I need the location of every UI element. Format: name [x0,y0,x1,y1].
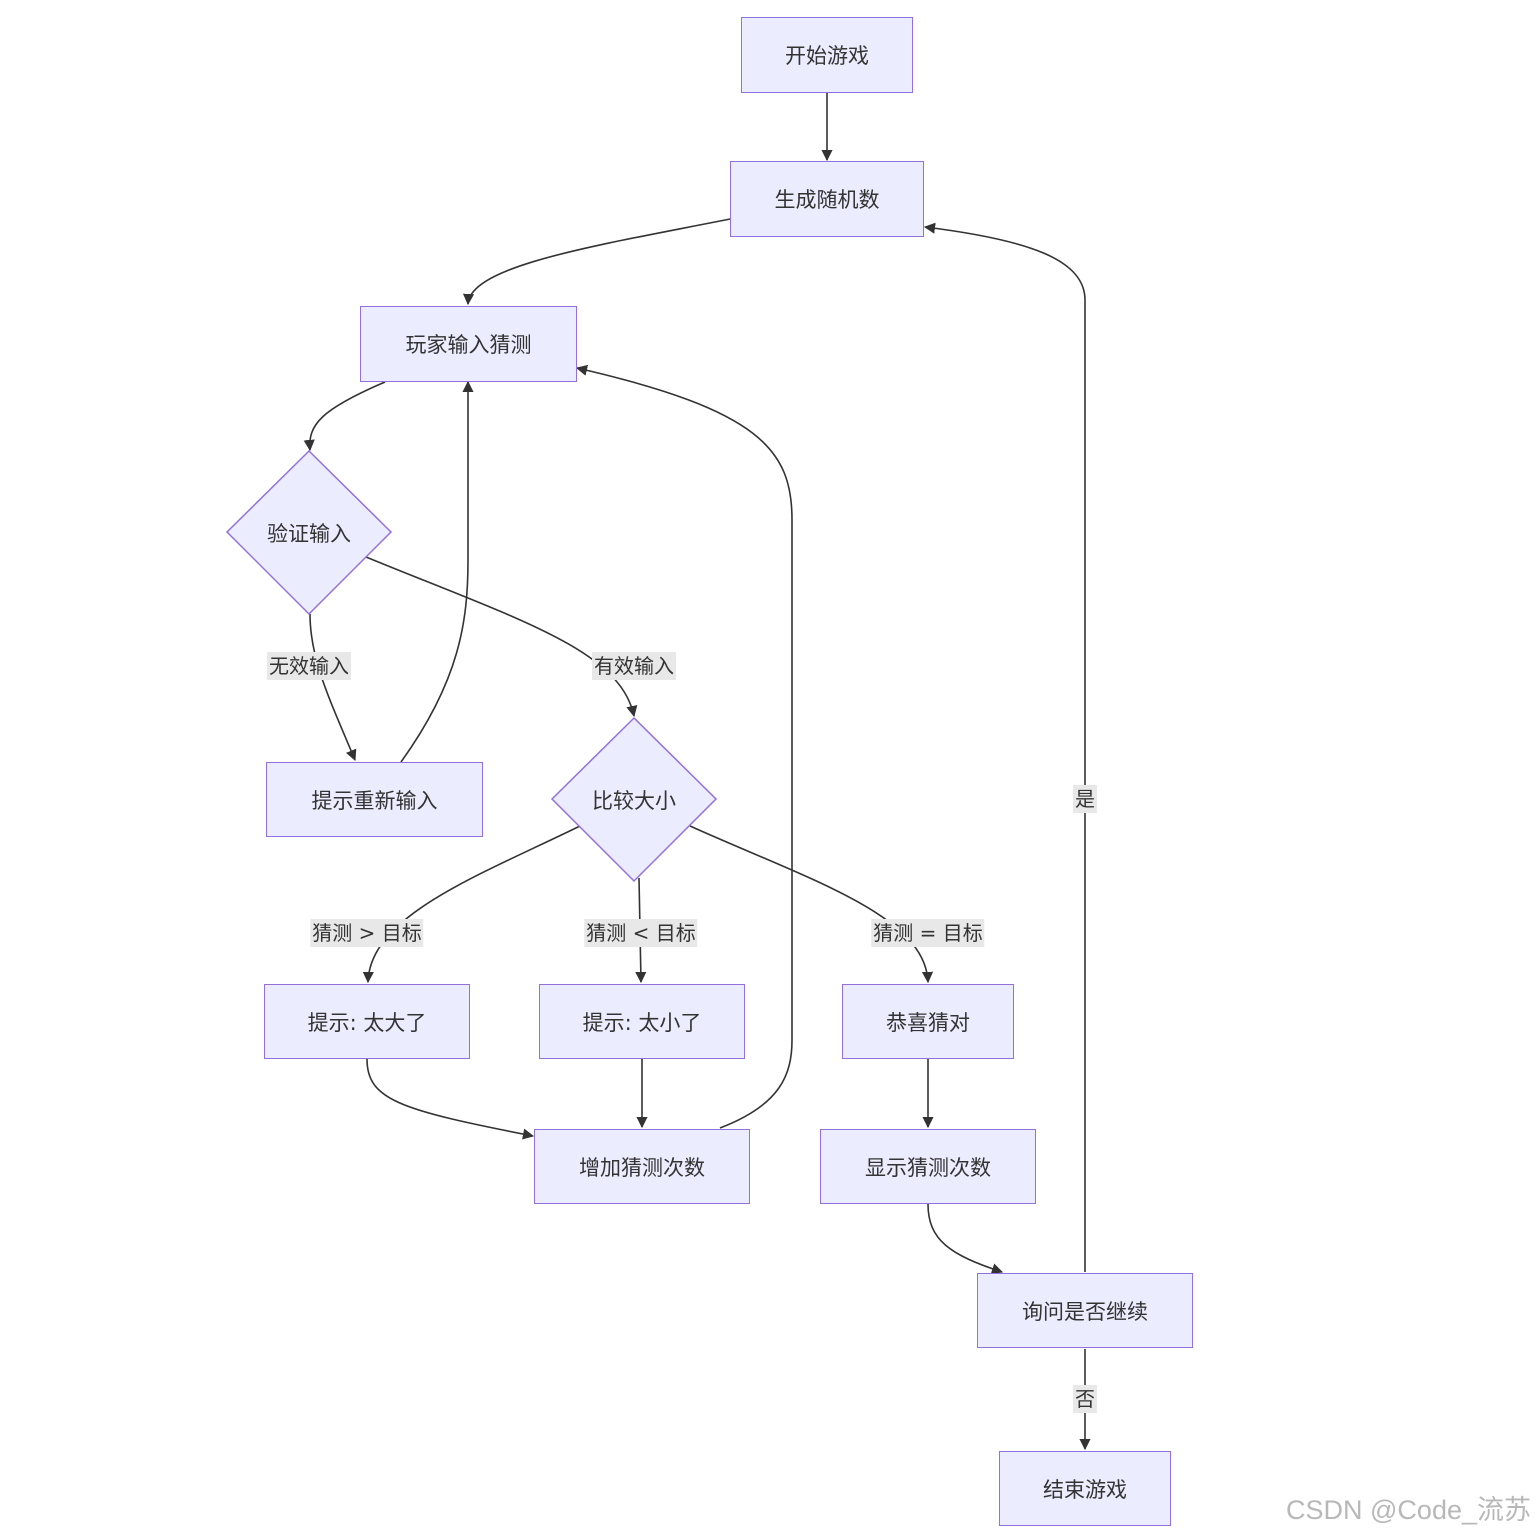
edge-validate-compare [365,556,638,718]
node-too-small: 提示: 太小了 [539,984,745,1059]
edge-validate-reprompt [309,613,357,762]
diamond-compare-shape [550,716,718,883]
node-increment-count-label: 增加猜测次数 [579,1155,705,1180]
node-show-count: 显示猜测次数 [820,1129,1036,1204]
node-reprompt-label: 提示重新输入 [311,788,438,813]
node-show-count-label: 显示猜测次数 [865,1155,991,1180]
edge-show-ask [927,1203,1004,1275]
node-player-input-label: 玩家输入猜测 [405,333,532,357]
node-reprompt: 提示重新输入 [266,762,483,837]
edge-label-equal: 猜测 = 目标 [871,919,985,947]
edge-gen-input [462,218,731,306]
edge-compare-correct [689,825,934,984]
node-generate-random-label: 生成随机数 [774,188,880,212]
node-correct-label: 恭喜猜对 [886,1010,970,1035]
node-too-big: 提示: 太大了 [264,984,470,1059]
edge-label-less: 猜测 < 目标 [584,919,698,947]
watermark: CSDN @Code_流苏 [1286,1495,1531,1525]
edge-label-greater: 猜测 > 目标 [310,919,424,947]
diamond-validate-shape [225,449,393,616]
edge-reprompt-input [400,380,474,763]
node-start-label: 开始游戏 [785,44,869,68]
node-end-label: 结束游戏 [1043,1477,1127,1502]
node-compare-label: 比较大小 [592,788,676,813]
edge-inc-input [575,364,793,1129]
node-player-input: 玩家输入猜测 [360,306,577,382]
node-ask-continue-label: 询问是否继续 [1022,1299,1148,1324]
node-validate-input: 验证输入 [227,451,391,614]
node-increment-count: 增加猜测次数 [534,1129,750,1204]
node-compare: 比较大小 [552,718,716,881]
node-end: 结束游戏 [999,1451,1171,1526]
edge-label-yes: 是 [1073,785,1097,813]
edge-ask-gen [923,222,1086,1272]
edge-compare-toobig [362,825,581,984]
node-generate-random: 生成随机数 [730,161,924,237]
node-too-big-label: 提示: 太大了 [307,1010,427,1035]
edge-label-valid: 有效输入 [592,652,676,680]
node-correct: 恭喜猜对 [842,984,1014,1059]
edge-label-no: 否 [1073,1385,1097,1413]
edge-toobig-inc [366,1058,535,1140]
node-too-small-label: 提示: 太小了 [582,1010,702,1035]
node-ask-continue: 询问是否继续 [977,1273,1193,1348]
edge-input-validate [303,381,386,452]
node-start: 开始游戏 [741,17,913,93]
node-validate-input-label: 验证输入 [267,521,351,546]
edge-label-invalid: 无效输入 [267,652,351,680]
